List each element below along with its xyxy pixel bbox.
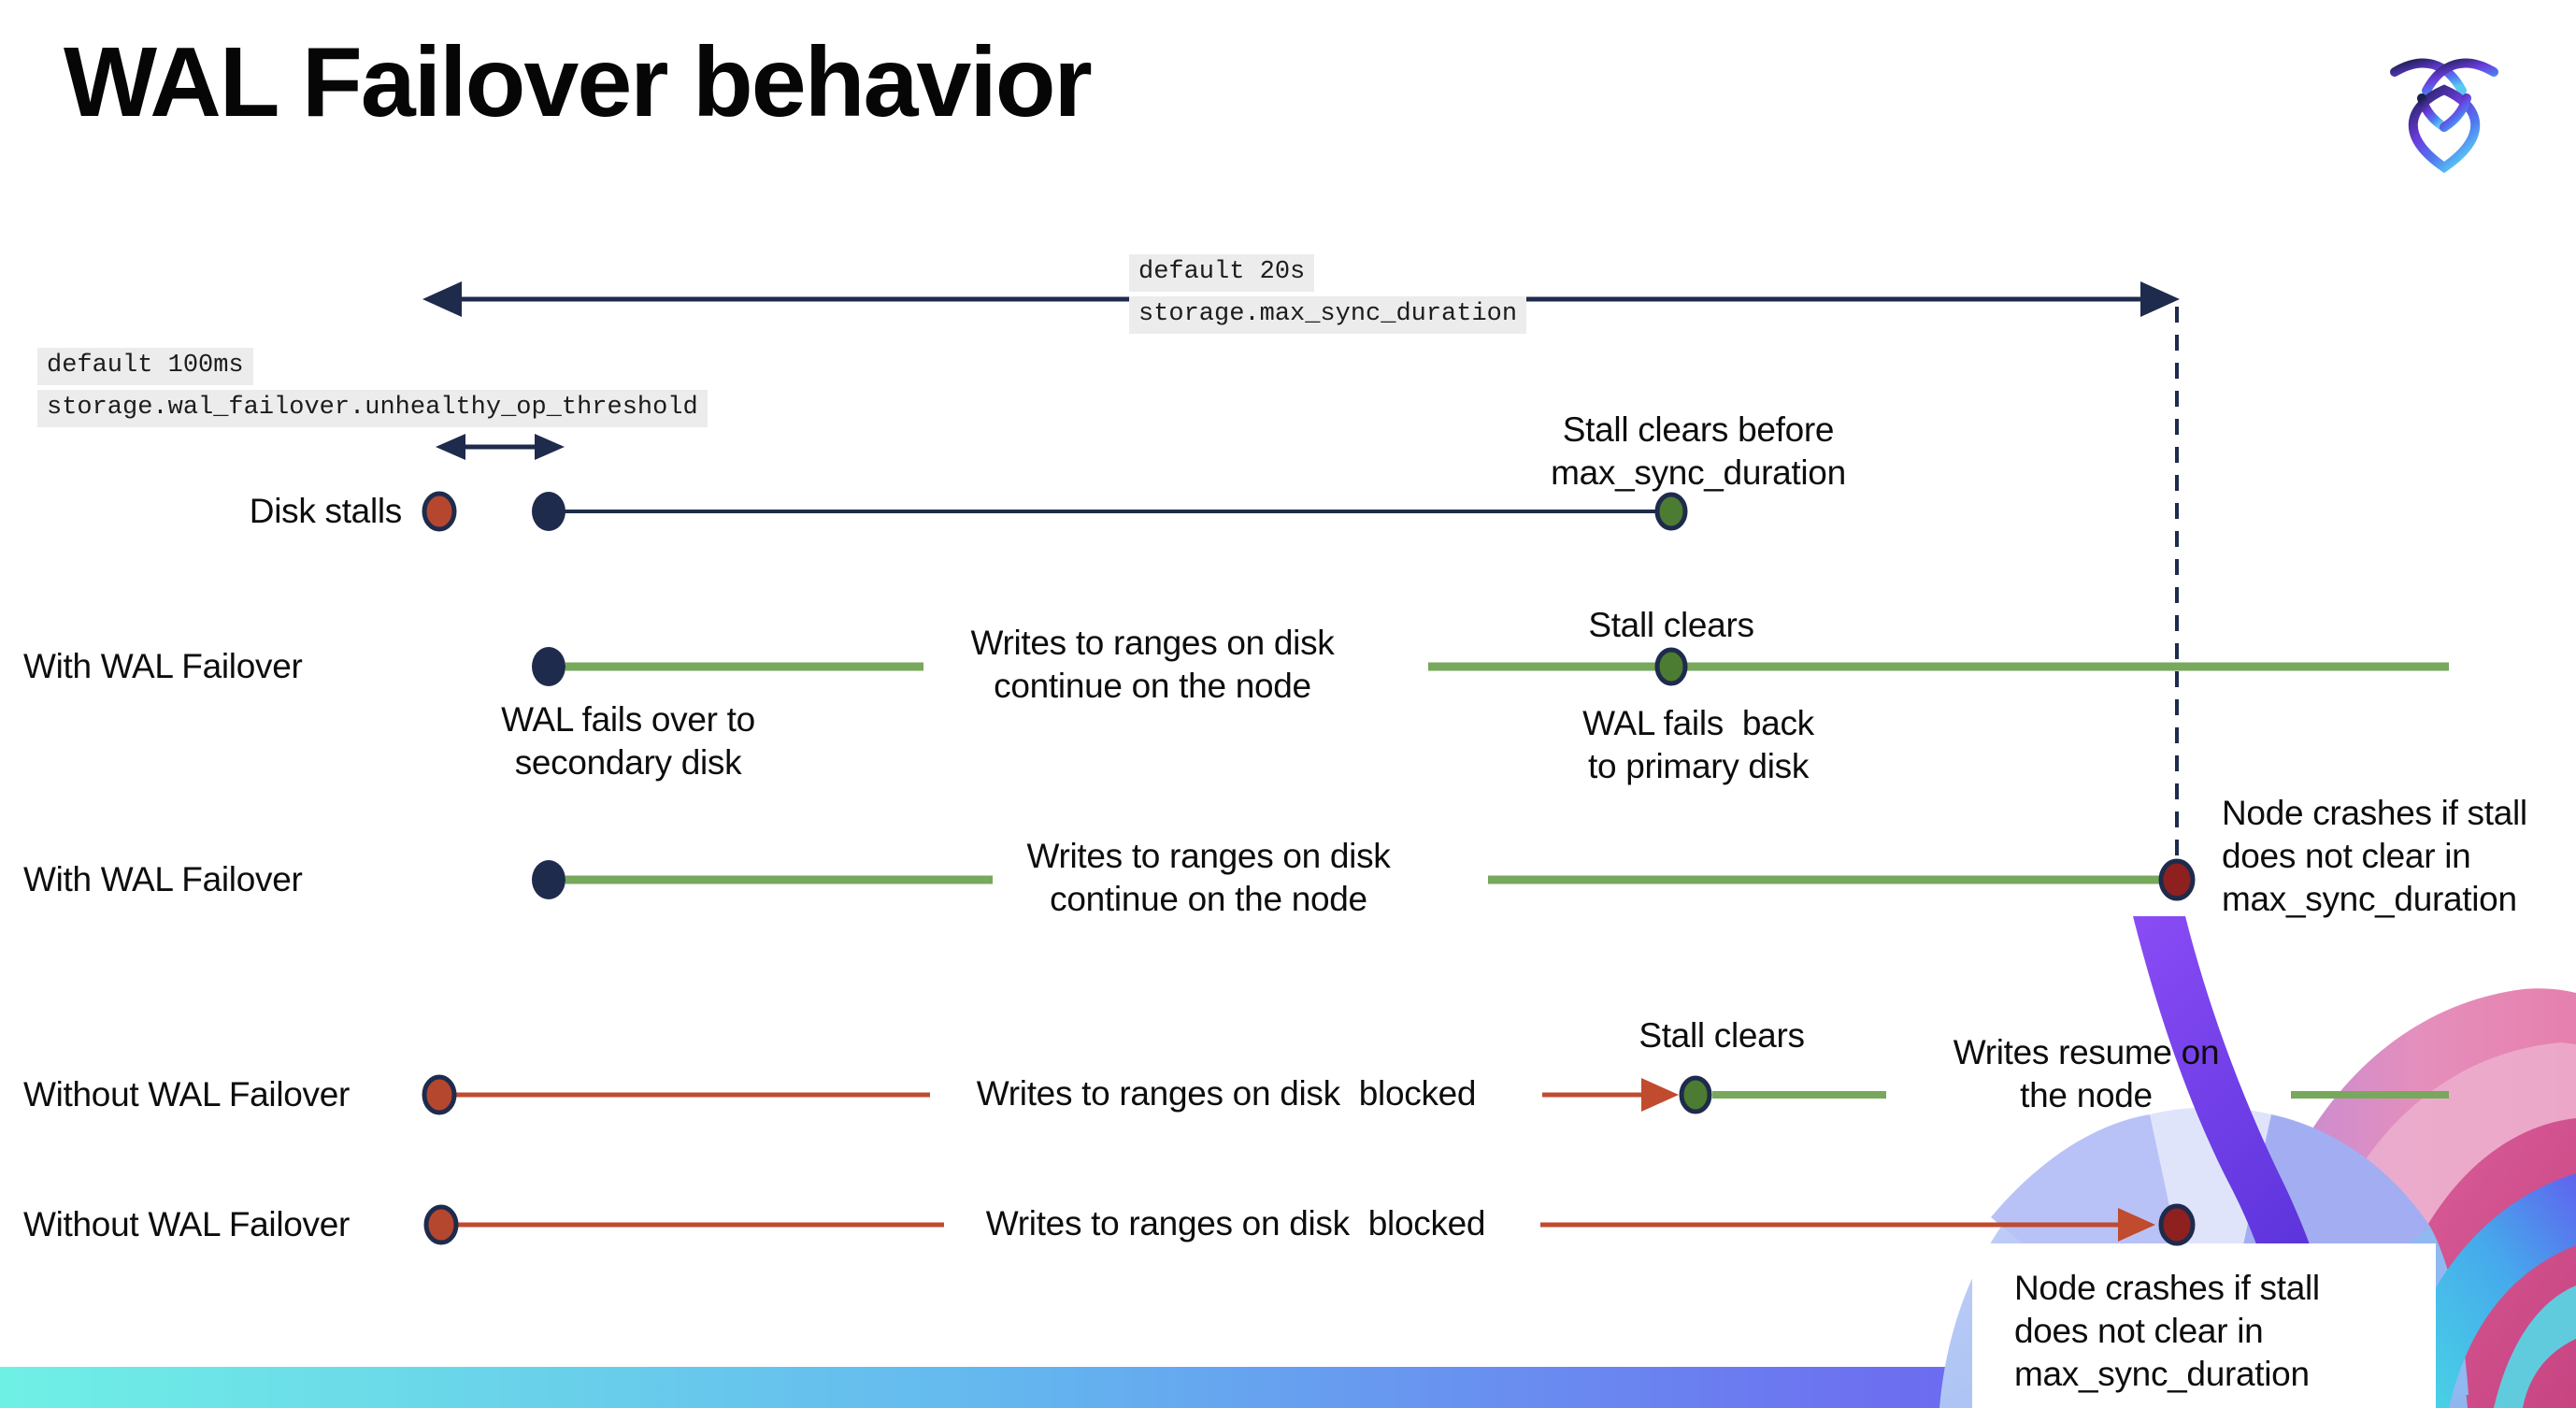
note-box	[1972, 1243, 2436, 1408]
note-writes-continue: Writes to ranges on disk continue on the…	[1026, 837, 1391, 918]
failover-dot	[532, 647, 565, 686]
stall-clear-dot	[1654, 647, 1688, 686]
setting-default-value: default 20s	[1129, 254, 1315, 292]
row-label-without-wal-failover: Without WAL Failover	[23, 1205, 351, 1243]
note-writes-resume: Writes resume on the node	[1953, 1033, 2220, 1114]
row-label-with-wal-failover: With WAL Failover	[23, 860, 303, 898]
page-title: WAL Failover behavior	[64, 27, 1093, 137]
timeline-with-failover-clears	[532, 647, 2449, 686]
timeline-disk-stalls	[422, 491, 1688, 532]
note-stall-clears-before: Stall clears before max_sync_duration	[1551, 410, 1846, 492]
note-wal-fails-back: WAL fails back to primary disk	[1582, 704, 1814, 785]
cockroachdb-logo	[2390, 58, 2498, 174]
row-label-with-wal-failover: With WAL Failover	[23, 647, 303, 685]
timeline-without-failover-crash	[423, 1203, 2196, 1246]
note-node-crashes-boxed: Node crashes if stall does not clear in …	[2014, 1269, 2320, 1393]
note-stall-clears: Stall clears	[1588, 606, 1754, 644]
stall-clear-dot	[1679, 1075, 1712, 1114]
stall-start-dot	[422, 491, 457, 532]
max-sync-duration-label: default 20s storage.max_sync_duration	[1129, 254, 1527, 338]
crash-dot	[2158, 1203, 2196, 1246]
timeline-without-failover-clears	[422, 1074, 2449, 1115]
stall-start-dot	[423, 1204, 459, 1245]
row-label-disk-stalls: Disk stalls	[249, 492, 403, 530]
note-stall-clears: Stall clears	[1639, 1016, 1805, 1055]
red-arrowhead	[1641, 1078, 1679, 1112]
timeline-with-failover-crash	[532, 858, 2196, 901]
stall-clear-dot	[1654, 492, 1688, 531]
note-node-crashes: Node crashes if stall does not clear in …	[2222, 794, 2527, 918]
setting-default-value: default 100ms	[37, 348, 253, 385]
setting-name: storage.max_sync_duration	[1129, 296, 1527, 334]
stall-start-dot	[422, 1074, 457, 1115]
unhealthy-op-threshold-arrow	[436, 434, 565, 460]
red-arrowhead	[2118, 1208, 2155, 1242]
threshold-dot	[532, 492, 565, 531]
note-writes-continue: Writes to ranges on disk continue on the…	[970, 624, 1335, 705]
note-writes-blocked: Writes to ranges on disk blocked	[976, 1074, 1477, 1113]
cyan-band-small	[2494, 1286, 2576, 1408]
cyan-band	[2393, 1173, 2576, 1408]
row-label-without-wal-failover: Without WAL Failover	[23, 1075, 351, 1113]
failover-dot	[532, 860, 565, 899]
crash-dot	[2158, 858, 2196, 901]
setting-name: storage.wal_failover.unhealthy_op_thresh…	[37, 390, 708, 427]
note-wal-fails-over: WAL fails over to secondary disk	[501, 700, 755, 782]
note-writes-blocked: Writes to ranges on disk blocked	[985, 1204, 1486, 1243]
unhealthy-op-threshold-label: default 100ms storage.wal_failover.unhea…	[37, 348, 708, 432]
